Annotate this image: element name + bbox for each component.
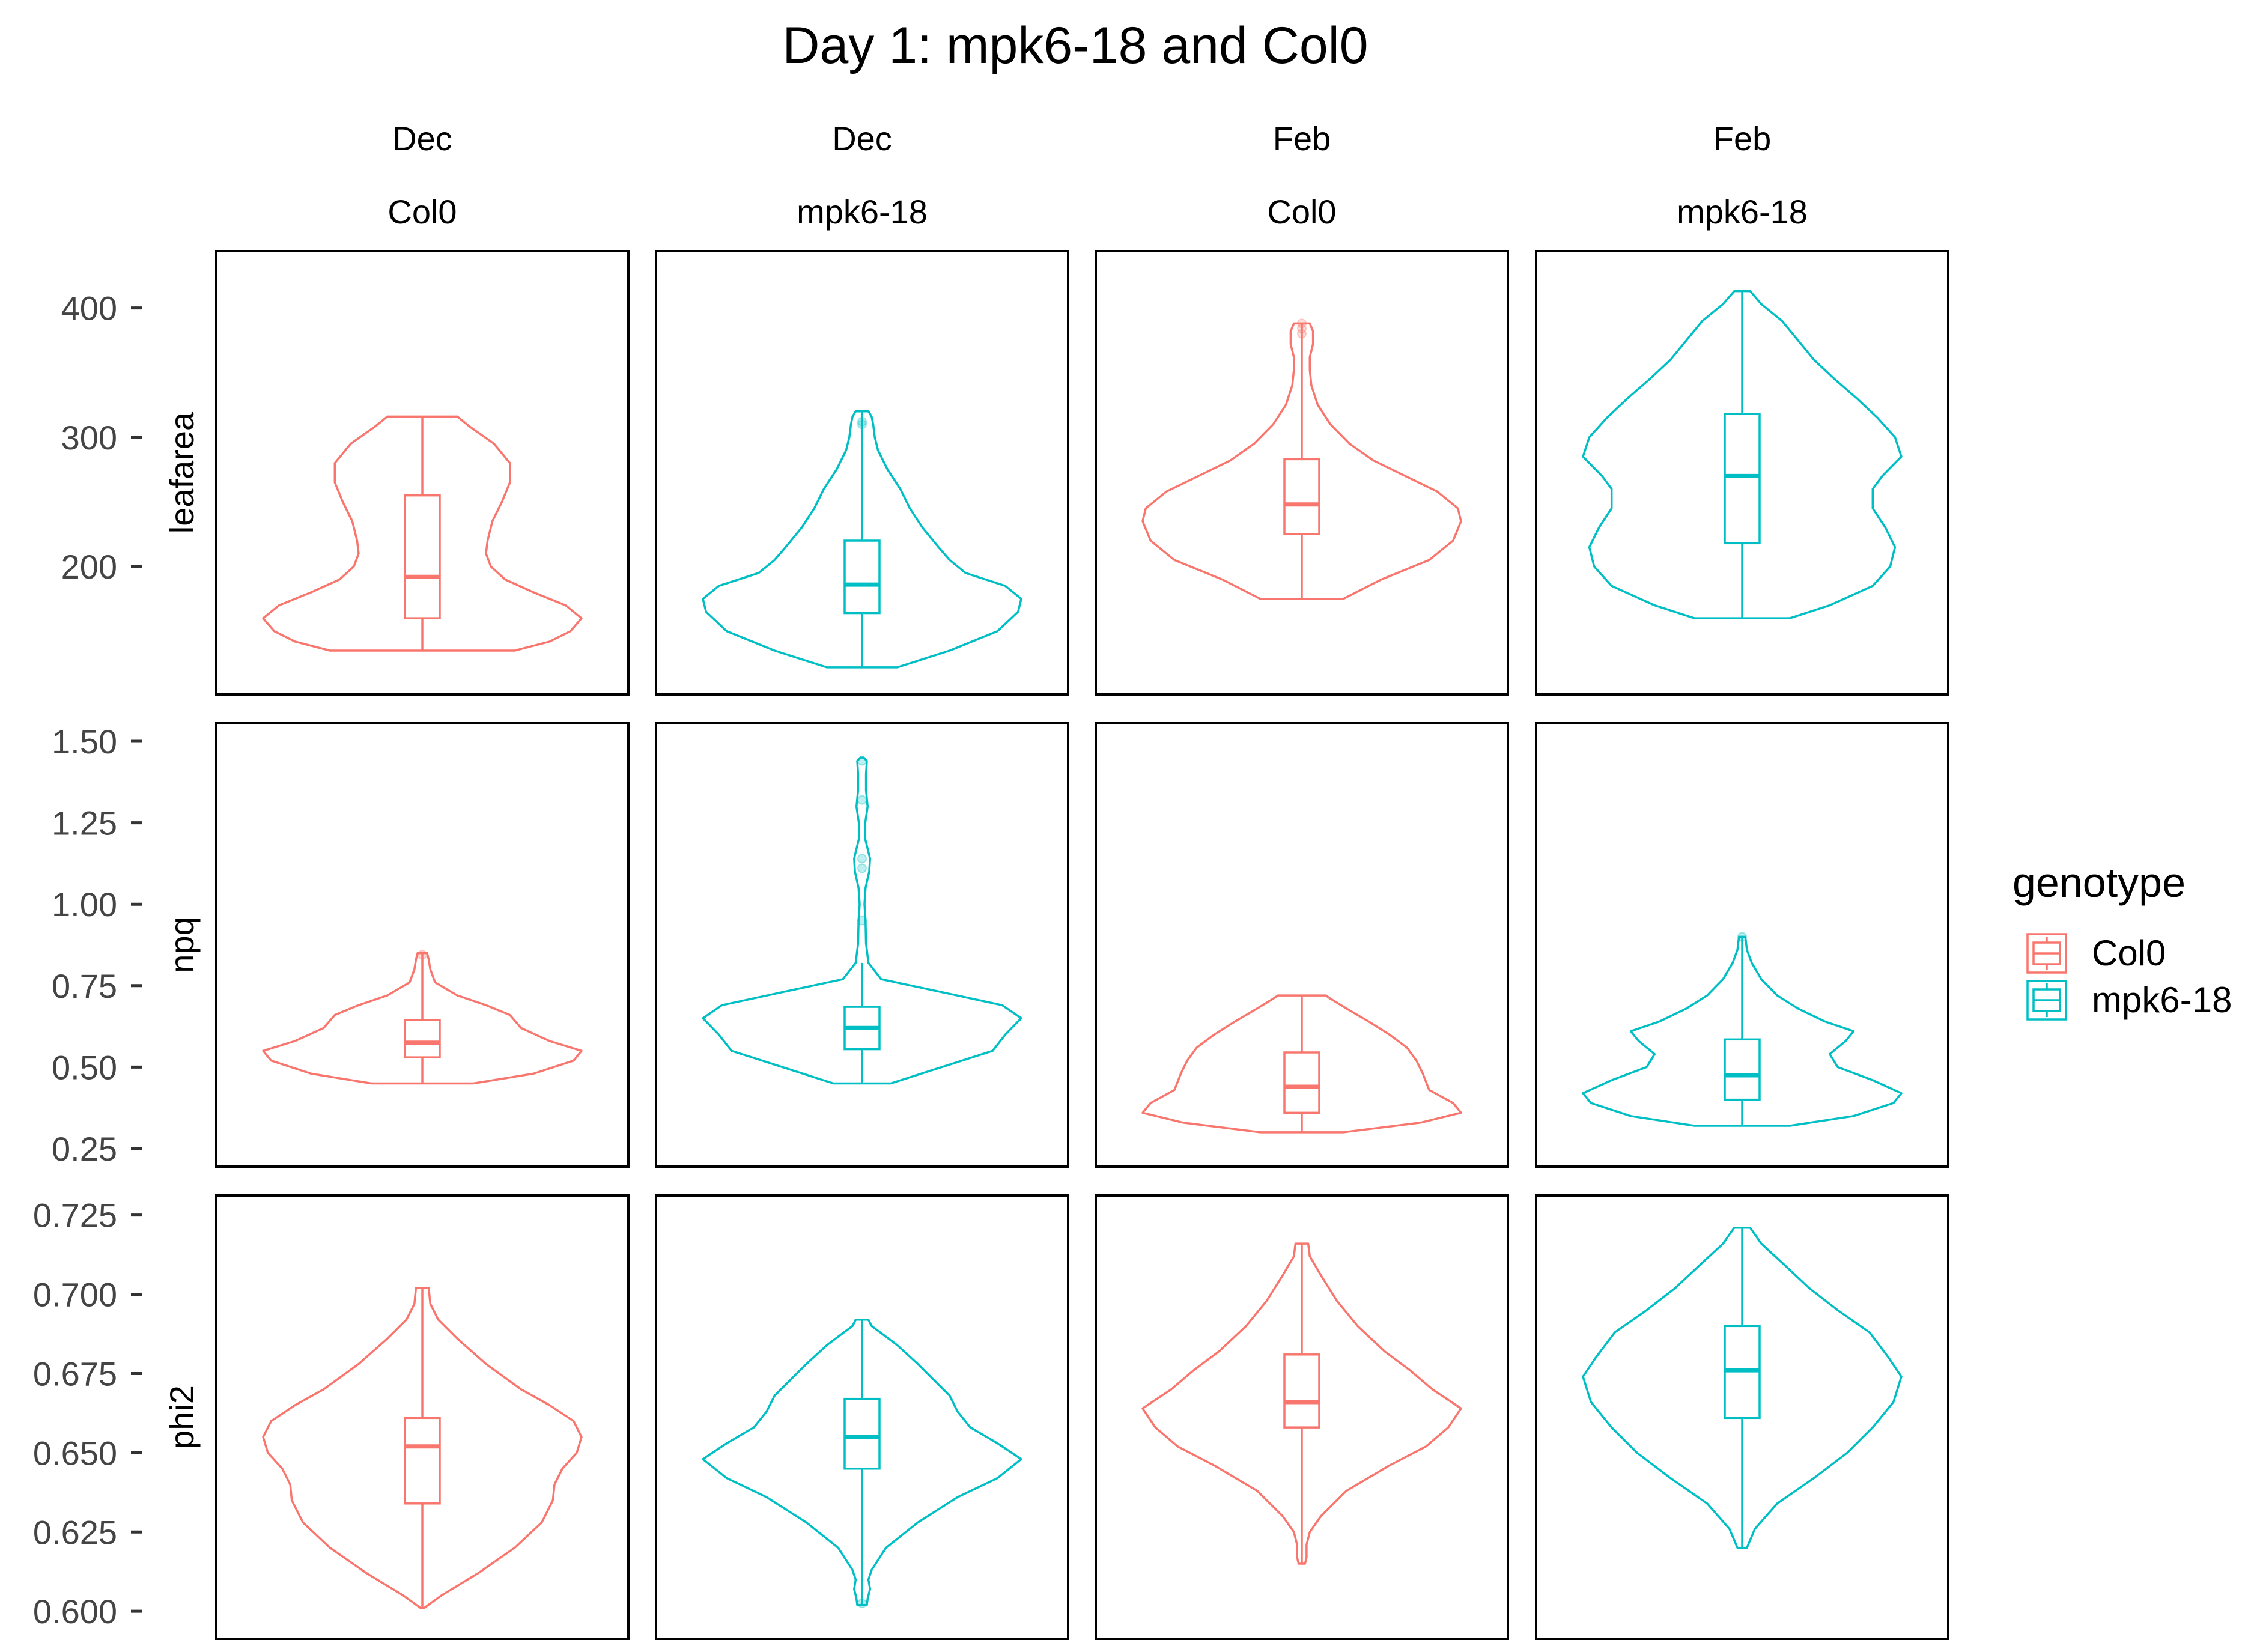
violin-npq-2 [1141, 994, 1462, 1134]
panel-phi2-1 [655, 1194, 1069, 1640]
facet-rows: leafarea 200 300 400 npq 0.25 0.50 0.75 1.00 1.25… [33, 250, 1949, 1640]
panel-border [655, 1194, 1069, 1640]
legend-label: mpk6-18 [2092, 980, 2232, 1020]
chart-title: Day 1: mpk6-18 and Col0 [782, 17, 1368, 74]
strip-month-0: Dec [392, 120, 452, 157]
panel-border [1095, 1194, 1509, 1640]
row-phi2: phi2 0.600 0.625 0.650 0.675 0.700 0.725 [33, 1194, 1949, 1640]
y-tick-label: 1.50 [52, 723, 117, 761]
violin-phi2-3 [1582, 1226, 1903, 1549]
violin-leafarea-1 [702, 410, 1022, 669]
outlier-point [857, 916, 867, 926]
y-tick-label: 1.25 [52, 804, 117, 842]
y-axis-label-npq: npq [163, 917, 201, 973]
iqr-box [1283, 1051, 1320, 1114]
violin-phi2-2 [1141, 1242, 1462, 1565]
outlier-point [857, 795, 867, 805]
y-tick-label: 0.700 [33, 1276, 117, 1314]
row-leafarea: leafarea 200 300 400 [61, 250, 1949, 696]
panel-leafarea-3 [1535, 250, 1949, 696]
outlier-point [1737, 932, 1747, 942]
panel-border [215, 250, 630, 696]
legend-label: Col0 [2092, 933, 2166, 973]
panel-border [1535, 250, 1949, 696]
panel-npq-1 [655, 722, 1069, 1168]
y-tick-label: 0.50 [52, 1048, 117, 1086]
panel-border [215, 1194, 630, 1640]
y-tick-label: 0.725 [33, 1197, 117, 1234]
outlier-point [1297, 318, 1307, 329]
violin-phi2-1 [702, 1319, 1022, 1606]
violin-npq-1 [702, 756, 1022, 1085]
strip-month-1: Dec [832, 120, 892, 157]
strip-genotype-2: Col0 [1267, 193, 1336, 231]
panel-phi2-3 [1535, 1194, 1949, 1640]
y-tick-label: 0.625 [33, 1513, 117, 1551]
row-npq: npq 0.25 0.50 0.75 1.00 1.25 1.50 [52, 722, 1949, 1168]
y-tick-label: 0.600 [33, 1593, 117, 1630]
strip-month-3: Feb [1713, 120, 1772, 157]
y-axis-label-leafarea: leafarea [163, 411, 201, 533]
outlier-point [857, 1598, 867, 1608]
outlier-point [857, 756, 867, 766]
strip-genotype-1: mpk6-18 [797, 193, 928, 231]
panel-leafarea-0 [215, 250, 630, 696]
panel-border [215, 722, 630, 1168]
y-tick-label: 0.75 [52, 967, 117, 1005]
legend-keys: Col0 mpk6-18 [2026, 933, 2232, 1021]
iqr-box [1724, 413, 1761, 545]
violin-leafarea-0 [262, 415, 583, 652]
outlier-point [857, 854, 867, 864]
strip-genotype-0: Col0 [387, 193, 457, 231]
iqr-box [1283, 1353, 1320, 1429]
panel-border [655, 722, 1069, 1168]
violin-leafarea-3 [1582, 290, 1903, 619]
panel-phi2-2 [1095, 1194, 1509, 1640]
violin-phi2-0 [262, 1287, 583, 1609]
panel-border [655, 250, 1069, 696]
y-tick-label: 0.675 [33, 1355, 117, 1392]
panel-border [1535, 722, 1949, 1168]
outlier-point [857, 416, 867, 427]
outlier-point [418, 950, 427, 960]
strip-month-2: Feb [1273, 120, 1331, 157]
panel-npq-2 [1095, 722, 1509, 1168]
panel-border [1095, 250, 1509, 696]
legend-key-Col0: Col0 [2026, 933, 2166, 974]
strip-genotype-3: mpk6-18 [1677, 193, 1808, 231]
legend-key-mpk6-18: mpk6-18 [2026, 980, 2232, 1021]
legend: genotype Col0 mpk6-18 [2012, 859, 2232, 1021]
outlier-point [857, 419, 867, 430]
iqr-box [843, 1397, 881, 1470]
panel-npq-3 [1535, 722, 1949, 1168]
y-tick-label: 300 [61, 419, 117, 457]
violin-npq-3 [1582, 935, 1903, 1127]
iqr-box [404, 494, 441, 619]
y-tick-label: 400 [61, 290, 117, 327]
y-tick-label: 0.25 [52, 1130, 117, 1168]
iqr-box [843, 539, 881, 615]
y-tick-label: 200 [61, 548, 117, 586]
panel-phi2-0 [215, 1194, 630, 1640]
panel-leafarea-1 [655, 250, 1069, 696]
iqr-box [404, 1019, 441, 1058]
panel-npq-0 [215, 722, 630, 1168]
legend-title: genotype [2012, 859, 2186, 906]
y-tick-label: 0.650 [33, 1434, 117, 1472]
outlier-point [1297, 324, 1307, 334]
panel-border [1095, 722, 1509, 1168]
violin-npq-0 [262, 952, 583, 1085]
panel-border [1535, 1194, 1949, 1640]
violin-leafarea-2 [1141, 322, 1462, 600]
iqr-box [1283, 458, 1320, 535]
outlier-point [857, 863, 867, 873]
panel-leafarea-2 [1095, 250, 1509, 696]
iqr-box [1724, 1038, 1761, 1101]
y-axis-label-phi2: phi2 [163, 1385, 201, 1449]
outlier-point [1297, 329, 1307, 339]
y-tick-label: 1.00 [52, 885, 117, 923]
iqr-box [404, 1417, 441, 1505]
